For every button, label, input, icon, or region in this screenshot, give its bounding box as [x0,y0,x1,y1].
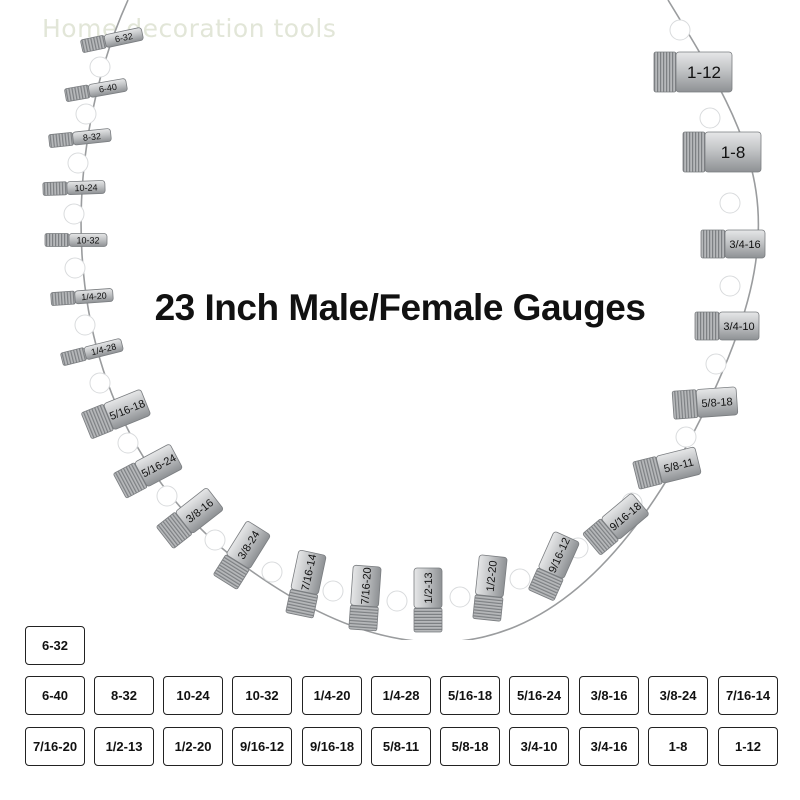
gauge-3-4-10: 3/4-10 [694,311,760,341]
size-label-6-40: 6-40 [25,676,85,715]
headline: 23 Inch Male/Female Gauges [154,287,646,328]
size-label-8-32: 8-32 [94,676,154,715]
gauge-label: 8-32 [82,131,101,143]
gauge-6-32: 6-32 [80,27,144,53]
gauge-1-2-13: 1/2-13 [413,567,443,633]
bead [705,353,727,375]
gauge-necklace-illustration: 6-32 6-40 8-32 10-24 10-32 1/4-20 1/4-28 5/16-1… [42,0,766,640]
size-label-5-8-11: 5/8-11 [371,727,431,766]
gauge-8-32: 8-32 [48,128,112,148]
bead [156,485,178,507]
bead [89,372,111,394]
size-label-7-16-20: 7/16-20 [25,727,85,766]
bead [204,529,226,551]
size-label-3-4-10: 3/4-10 [509,727,569,766]
gauge-label: 1-12 [687,63,721,82]
bead [719,192,741,214]
size-label-1-2-20: 1/2-20 [163,727,223,766]
gauge-5-16-18: 5/16-18 [81,389,151,439]
gauge-6-40: 6-40 [64,78,128,102]
size-label-10-24: 10-24 [163,676,223,715]
gauge-3-8-16: 3/8-16 [156,488,224,549]
gauge-5-8-11: 5/8-11 [632,446,702,490]
bead [89,56,111,78]
bead [675,426,697,448]
bead [117,432,139,454]
gauge-label: 10-32 [76,235,99,245]
size-label-1-4-28: 1/4-28 [371,676,431,715]
bead [669,19,691,41]
gauge-10-32: 10-32 [44,233,108,247]
bead [386,590,408,612]
gauge-5-16-24: 5/16-24 [113,444,183,499]
bead [63,203,85,225]
size-label-3-8-24: 3/8-24 [648,676,708,715]
bead [449,586,471,608]
bead [67,152,89,174]
size-label-1-12: 1-12 [718,727,778,766]
gauge-1-4-20: 1/4-20 [50,288,114,306]
gauge-5-8-18: 5/8-18 [671,386,739,420]
gauge-label: 6-32 [114,31,134,45]
gauge-10-24: 10-24 [42,180,106,196]
size-label-5-16-18: 5/16-18 [440,676,500,715]
gauge-label: 3/4-16 [729,239,760,251]
size-label-6-32: 6-32 [25,626,85,665]
size-label-9-16-18: 9/16-18 [302,727,362,766]
gauge-9-16-12: 9/16-12 [528,531,580,601]
gauge-1-8: 1-8 [682,131,762,173]
gauge-group: 6-32 6-40 8-32 10-24 10-32 1/4-20 1/4-28 5/16-1… [42,27,766,633]
gauge-9-16-18: 9/16-18 [582,493,649,555]
gauge-label: 1/2-13 [423,572,435,603]
size-label-10-32: 10-32 [232,676,292,715]
gauge-label: 7/16-20 [360,567,375,605]
bead [261,561,283,583]
gauge-label: 6-40 [98,82,117,95]
bead [74,314,96,336]
size-label-1-2-13: 1/2-13 [94,727,154,766]
gauge-label: 10-24 [74,182,97,193]
gauge-label: 1/4-20 [81,291,107,303]
bead [75,103,97,125]
gauge-1-12: 1-12 [653,51,733,93]
size-label-7-16-14: 7/16-14 [718,676,778,715]
bead [64,257,86,279]
size-label-1-4-20: 1/4-20 [302,676,362,715]
size-label-1-8: 1-8 [648,727,708,766]
gauge-7-16-14: 7/16-14 [285,549,327,619]
gauge-label: 3/4-10 [723,321,754,333]
bead [699,107,721,129]
bead [719,275,741,297]
gauge-label: 1-8 [721,143,746,162]
gauge-label: 5/8-18 [701,396,733,410]
bead-group [63,19,741,612]
size-label-3-8-16: 3/8-16 [579,676,639,715]
size-label-5-16-24: 5/16-24 [509,676,569,715]
gauge-3-4-16: 3/4-16 [700,229,766,259]
size-label-9-16-12: 9/16-12 [232,727,292,766]
gauge-3-8-24: 3/8-24 [213,521,271,590]
size-label-5-8-18: 5/8-18 [440,727,500,766]
gauge-label: 1/2-20 [485,560,500,592]
bead [322,580,344,602]
size-label-3-4-16: 3/4-16 [579,727,639,766]
gauge-1-2-20: 1/2-20 [472,554,508,622]
gauge-7-16-20: 7/16-20 [348,564,382,632]
bead [509,568,531,590]
gauge-1-4-28: 1/4-28 [60,338,124,366]
